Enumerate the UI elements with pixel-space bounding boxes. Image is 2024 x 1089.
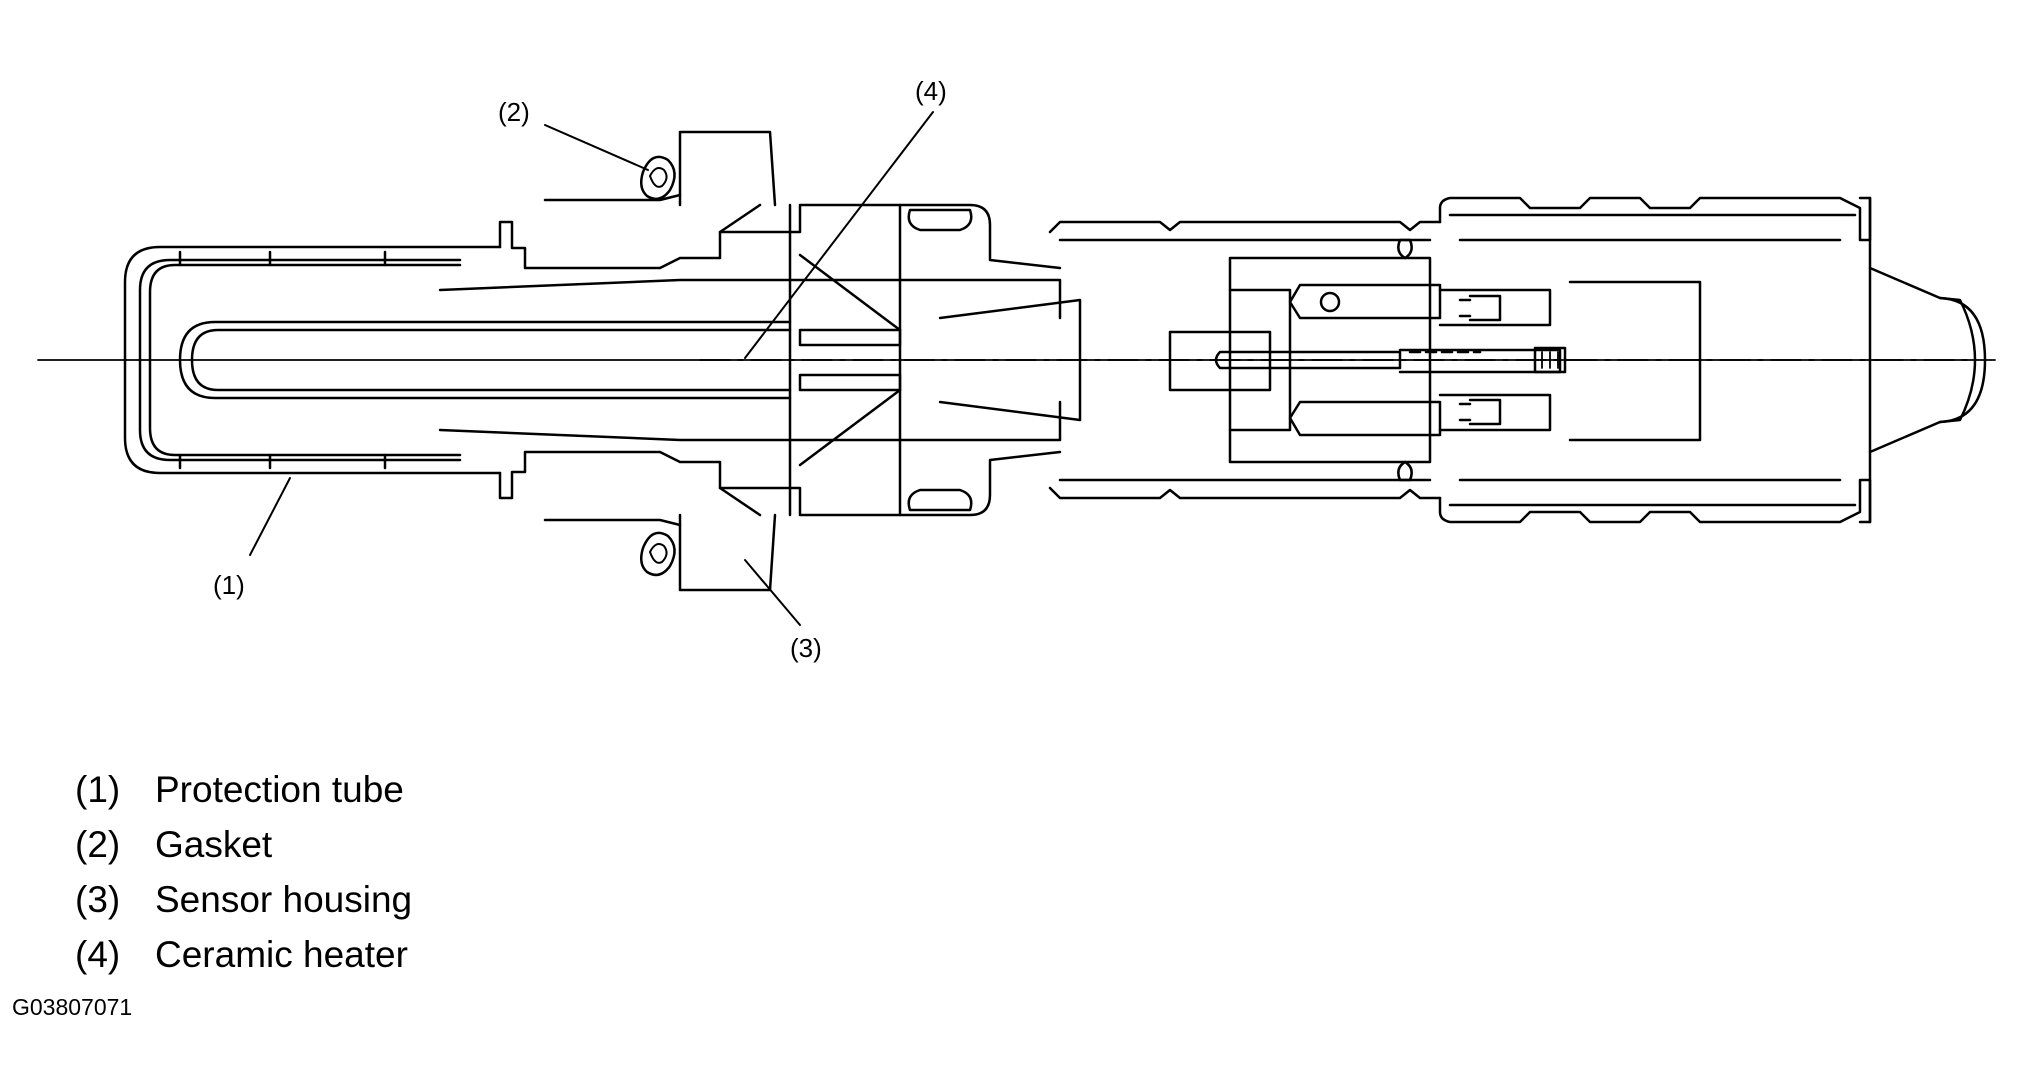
leader-line-2 xyxy=(544,124,649,171)
callout-1: (1) xyxy=(213,570,245,600)
callout-2: (2) xyxy=(498,97,530,127)
legend-label: Gasket xyxy=(155,824,273,865)
legend-item: (4) Ceramic heater xyxy=(75,927,412,982)
legend-label: Ceramic heater xyxy=(155,934,408,975)
figure-id: G03807071 xyxy=(12,994,133,1020)
legend-label: Sensor housing xyxy=(155,879,413,920)
callout-3: (3) xyxy=(790,633,822,663)
terminal-connectors xyxy=(1438,280,1702,442)
rear-shell xyxy=(1397,196,1987,524)
leader-line-1 xyxy=(249,477,291,556)
legend-list: (1) Protection tube (2) Gasket (3) Sensor h… xyxy=(75,762,412,982)
legend-number: (2) xyxy=(75,824,121,865)
ceramic-heater xyxy=(178,278,1082,442)
legend-label: Protection tube xyxy=(155,769,404,810)
leader-line-3 xyxy=(744,559,801,626)
legend-item: (2) Gasket xyxy=(75,817,412,872)
protection-tube xyxy=(123,245,502,475)
gasket xyxy=(639,155,676,577)
legend-number: (1) xyxy=(75,769,121,810)
leader-line-4 xyxy=(744,111,934,359)
legend-number: (3) xyxy=(75,879,121,920)
outer-shell xyxy=(1048,220,1562,500)
callout-4: (4) xyxy=(915,76,947,106)
legend-number: (4) xyxy=(75,934,121,975)
legend-item: (1) Protection tube xyxy=(75,762,412,817)
legend-item: (3) Sensor housing xyxy=(75,872,412,927)
sensor-housing xyxy=(498,130,1062,592)
